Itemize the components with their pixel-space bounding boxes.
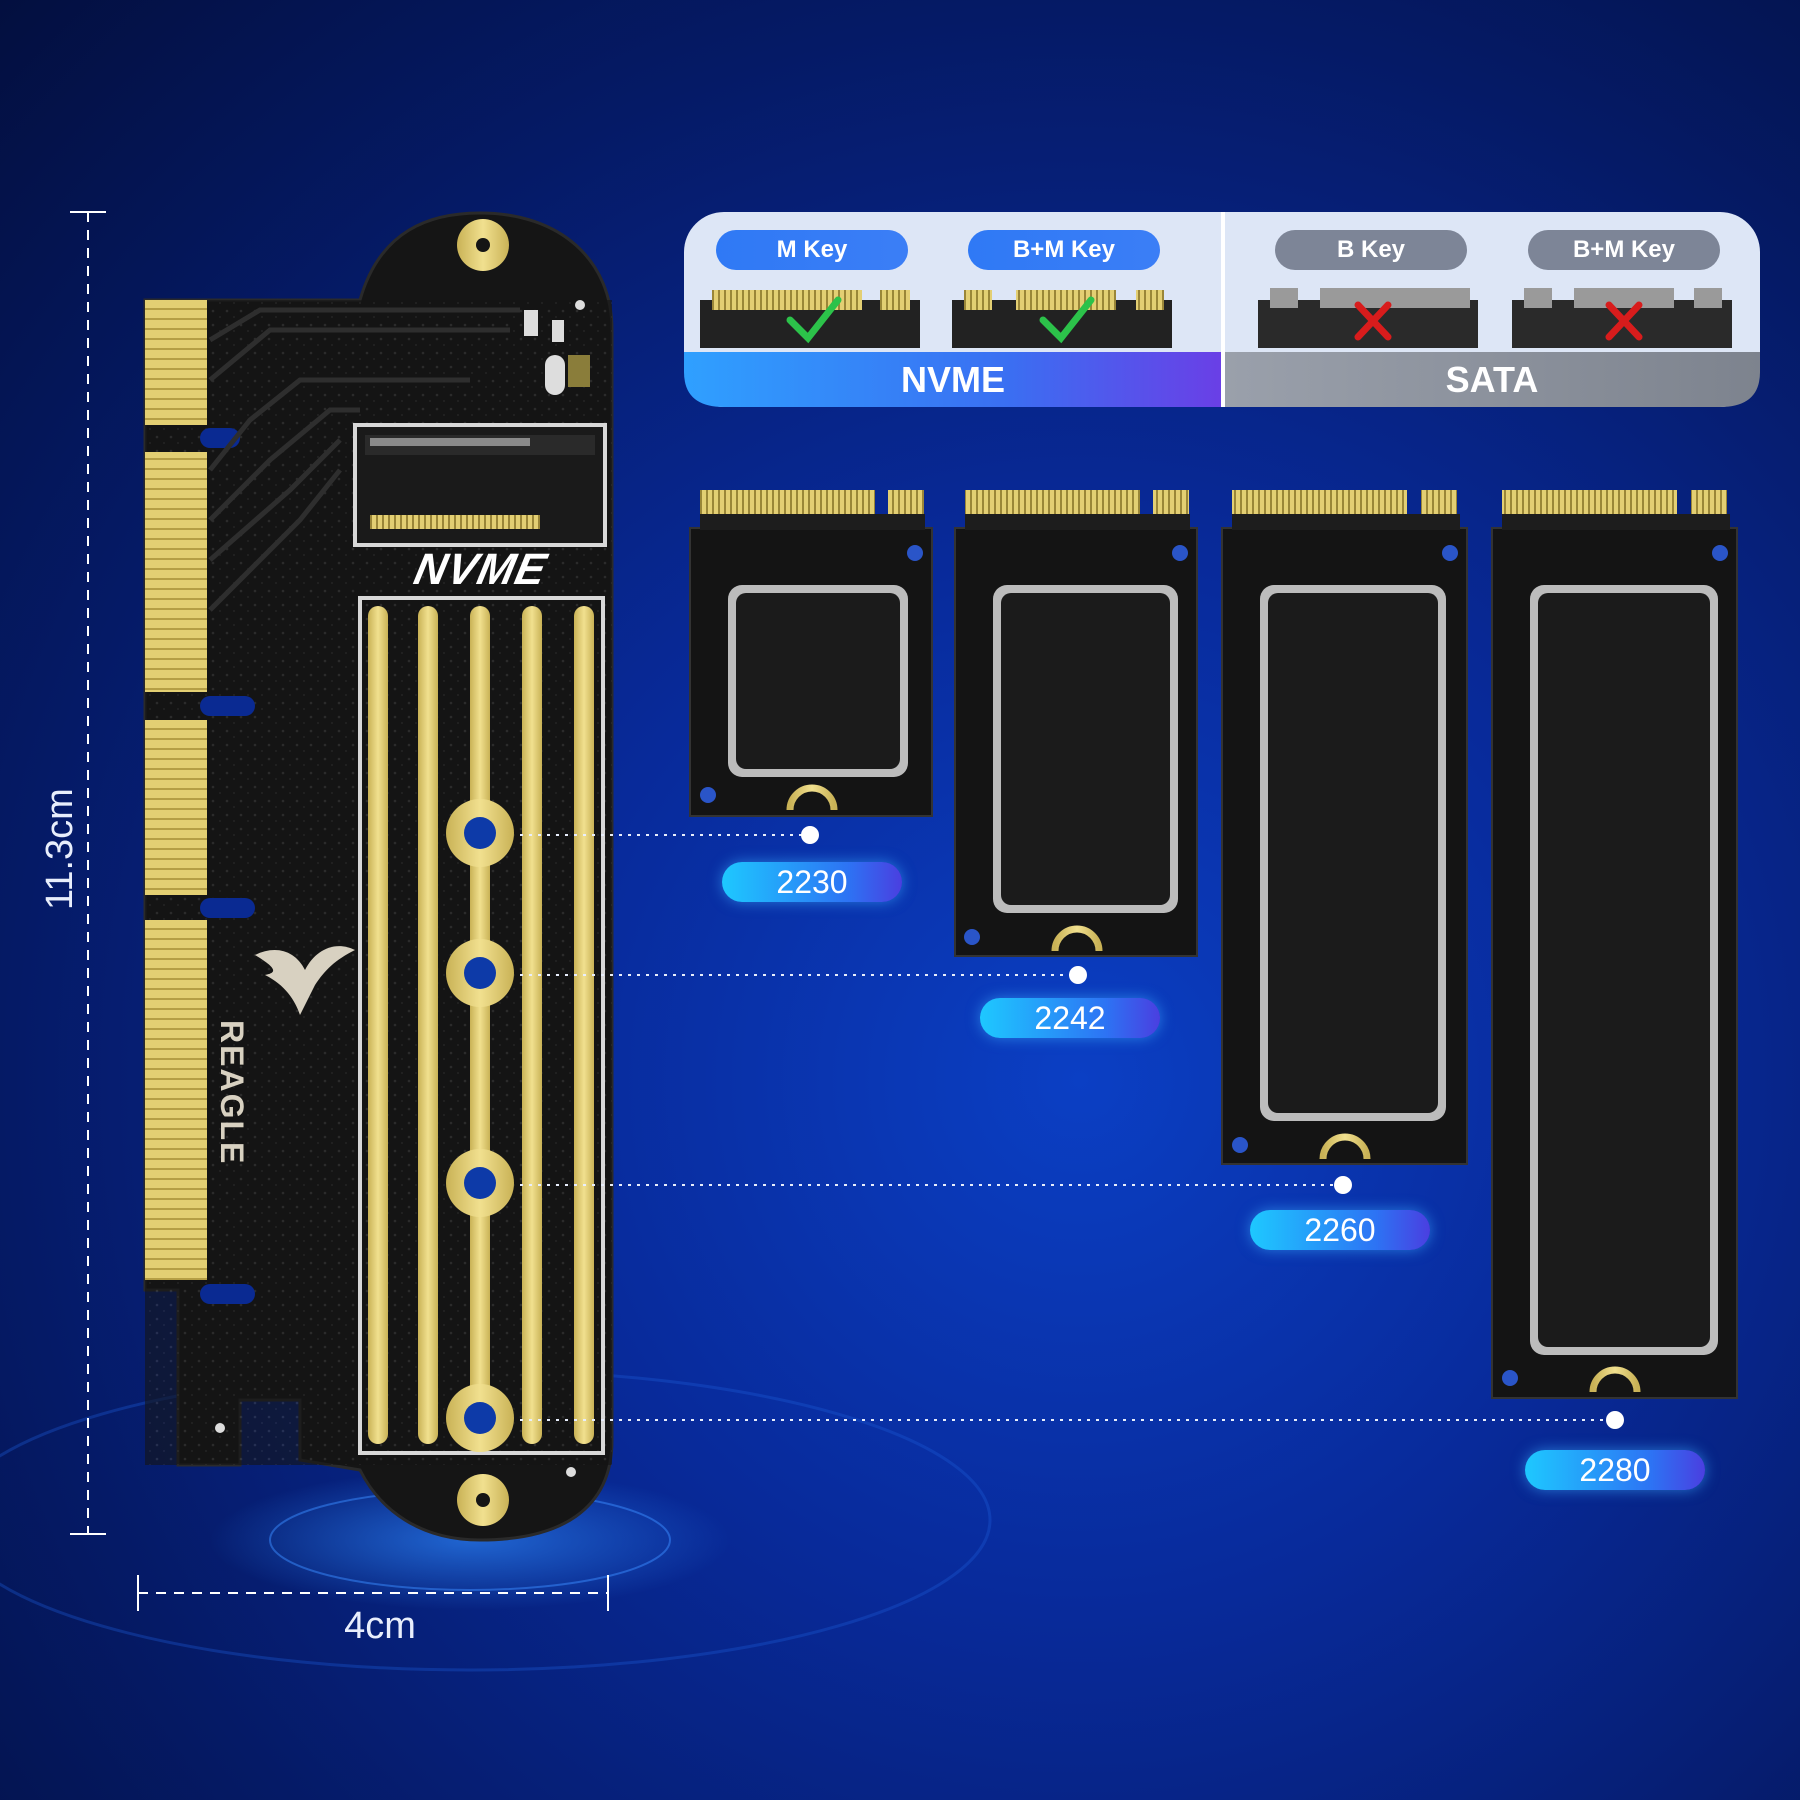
size-2242-label: 2242 <box>980 998 1160 1038</box>
nvme-label: NVME <box>900 359 1005 400</box>
ssd-2280 <box>1491 490 1738 1399</box>
ssd-2242 <box>954 490 1198 957</box>
height-dimension-line <box>70 211 106 1535</box>
cross-icon <box>1354 301 1392 341</box>
size-2260-label: 2260 <box>1250 1210 1430 1250</box>
size-leader-lines <box>520 834 1610 1421</box>
cross-icon <box>1605 301 1643 341</box>
check-icon <box>786 296 842 344</box>
width-dimension-line <box>137 1575 609 1611</box>
ssd-2260 <box>1221 490 1468 1165</box>
width-label: 4cm <box>344 1605 416 1647</box>
bm-key-pill-nvme: B+M Key <box>968 230 1160 270</box>
size-markers <box>801 826 1624 1429</box>
b-key-pill: B Key <box>1275 230 1467 270</box>
m-key-pill: M Key <box>716 230 908 270</box>
bm-key-pill-sata: B+M Key <box>1528 230 1720 270</box>
compatibility-panel <box>684 212 1760 407</box>
board-nvme-print: NVME <box>409 545 552 594</box>
height-label: 11.3cm <box>39 788 81 910</box>
sata-label: SATA <box>1445 359 1539 400</box>
eagle-logo <box>255 946 355 1015</box>
brand-name: REAGLE <box>214 1020 250 1166</box>
ssd-2230 <box>689 490 933 817</box>
size-2230-label: 2230 <box>722 862 902 902</box>
size-2280-label: 2280 <box>1525 1450 1705 1490</box>
check-icon <box>1039 296 1095 344</box>
adapter-board <box>143 211 614 1542</box>
